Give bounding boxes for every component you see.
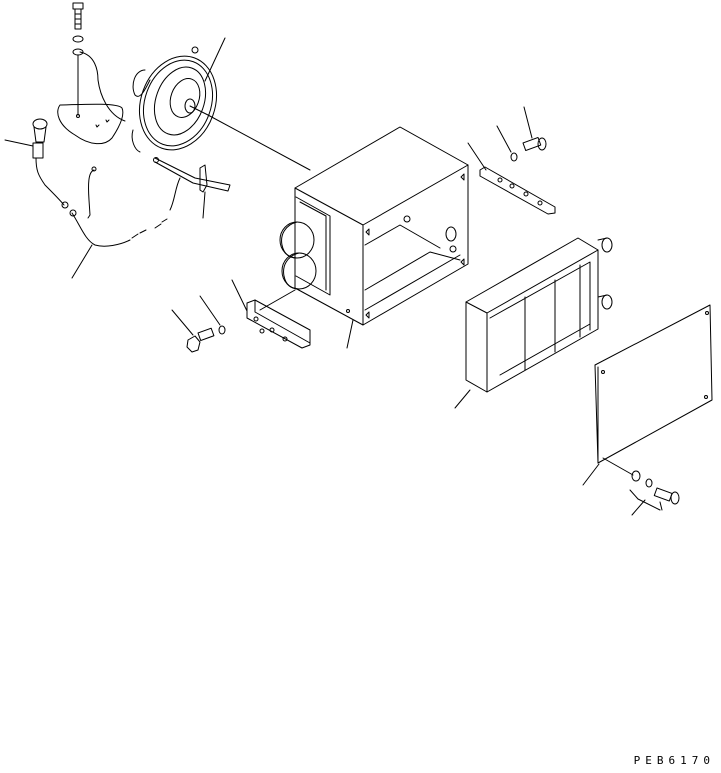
bracket-left xyxy=(231,279,311,349)
bolt-top xyxy=(72,2,84,30)
bracket-right xyxy=(467,142,556,215)
blower-motor-fan xyxy=(132,37,226,151)
washer-top xyxy=(72,35,84,116)
bolt-right xyxy=(522,106,547,152)
heater-core-radiator xyxy=(454,237,613,409)
heater-case xyxy=(279,126,469,349)
leader-fan-to-case xyxy=(207,114,311,171)
cover-plate xyxy=(582,304,713,486)
washer-right xyxy=(496,125,518,162)
bolt-bottom-right xyxy=(653,487,680,511)
bolt-left xyxy=(171,309,215,353)
drawing-code: PEB6170 xyxy=(633,754,715,767)
resistor-bracket xyxy=(131,129,231,219)
washer-left xyxy=(199,295,226,335)
wiring-harness xyxy=(69,166,181,279)
washers-bottom-right xyxy=(629,470,661,516)
switch-connector xyxy=(4,118,69,209)
gasket-cover xyxy=(57,51,126,145)
